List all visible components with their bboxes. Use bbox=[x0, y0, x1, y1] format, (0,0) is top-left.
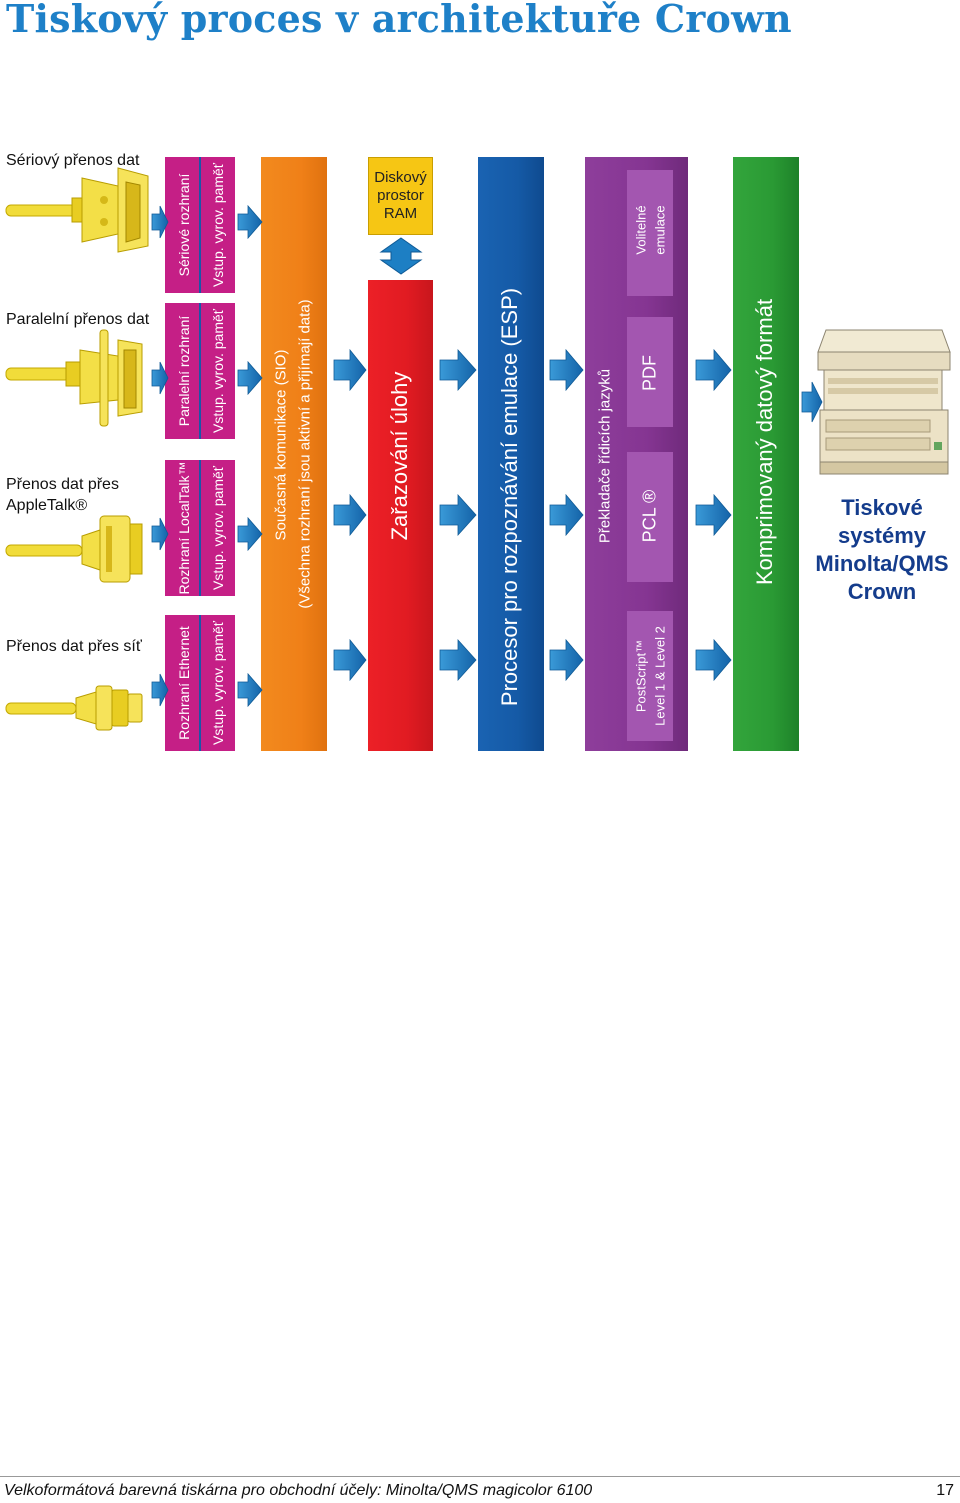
source-label-appletalk: Přenos dat přes AppleTalk® bbox=[6, 474, 119, 516]
source-label-appletalk-line2: AppleTalk® bbox=[6, 497, 88, 514]
interface-box-parallel: Paralelní rozhraní Vstup. vyrov. paměť bbox=[165, 303, 235, 439]
source-label-serial: Sériový přenos dat bbox=[6, 152, 140, 169]
flow-arrows bbox=[151, 204, 823, 708]
postscript-box: PostScript™ Level 1 & Level 2 bbox=[627, 611, 673, 741]
optional-emulations-box: Volitelné emulace bbox=[627, 170, 673, 296]
footer-divider bbox=[0, 1476, 960, 1477]
interface-box-serial: Sériové rozhraní Vstup. vyrov. paměť bbox=[165, 157, 235, 293]
bidirectional-arrow-icon bbox=[379, 237, 423, 275]
printer-label-line3: Minolta/QMS bbox=[815, 551, 949, 576]
arrow-esp-to-translators-2 bbox=[549, 493, 584, 537]
arrow-esp-to-translators-3 bbox=[549, 638, 584, 682]
arrow-sio-to-spool-2 bbox=[333, 493, 367, 537]
arrow-compressed-to-printer bbox=[801, 381, 823, 423]
arrow-spool-to-esp-2 bbox=[439, 493, 477, 537]
arrow-interface-to-sio-2 bbox=[237, 360, 263, 396]
printer-icon bbox=[817, 329, 951, 475]
arrow-sio-to-spool-1 bbox=[333, 348, 367, 392]
job-spooling-column: Zařazování úlohy bbox=[368, 280, 433, 751]
disk-line2: prostor bbox=[377, 187, 424, 204]
source-label-network: Přenos dat přes síť bbox=[6, 638, 142, 655]
disk-ram-box: Diskový prostor RAM bbox=[368, 157, 433, 235]
page-title: Tiskový proces v architektuře Crown bbox=[6, 0, 792, 41]
arrow-ethernet-to-interface bbox=[151, 673, 169, 707]
footer-text: Velkoformátová barevná tiskárna pro obch… bbox=[4, 1482, 593, 1499]
disk-line3: RAM bbox=[383, 205, 418, 222]
printer-label-line1: Tiskové bbox=[841, 495, 923, 520]
parallel-connector-icon bbox=[5, 329, 143, 427]
arrow-parallel-to-interface bbox=[151, 361, 169, 395]
arrow-translators-to-compressed-1 bbox=[695, 348, 732, 392]
arrow-spool-to-esp-1 bbox=[439, 348, 477, 392]
printer-label-line4: Crown bbox=[847, 579, 917, 604]
pcl-box: PCL ® bbox=[627, 452, 673, 582]
ethernet-connector-icon bbox=[5, 685, 143, 731]
arrow-interface-to-sio-1 bbox=[237, 204, 263, 240]
serial-connector-icon bbox=[5, 167, 149, 253]
disk-line1: Diskový bbox=[374, 169, 427, 186]
interface-box-ethernet: Rozhraní Ethernet Vstup. vyrov. paměť bbox=[165, 615, 235, 751]
arrow-esp-to-translators-1 bbox=[549, 348, 584, 392]
source-label-appletalk-line1: Přenos dat přes bbox=[6, 476, 119, 493]
connector-illustrations bbox=[5, 167, 149, 731]
esp-column: Procesor pro rozpoznávání emulace (ESP) bbox=[478, 157, 544, 751]
arrow-translators-to-compressed-3 bbox=[695, 638, 732, 682]
source-label-parallel: Paralelní přenos dat bbox=[6, 311, 150, 328]
printer-label-line2: systémy bbox=[837, 523, 927, 548]
arrow-interface-to-sio-3 bbox=[237, 516, 263, 552]
compressed-format-column: Komprimovaný datový formát bbox=[733, 157, 799, 751]
pdf-box: PDF bbox=[627, 317, 673, 427]
appletalk-connector-icon bbox=[5, 515, 143, 583]
printer-label: Tiskové systémy Minolta/QMS Crown bbox=[800, 494, 960, 606]
arrow-interface-to-sio-4 bbox=[237, 672, 263, 708]
language-translators-column: Překladače řídicích jazyků Volitelné emu… bbox=[585, 157, 688, 751]
interface-box-localtalk: Rozhraní LocalTalk™ Vstup. vyrov. paměť bbox=[165, 460, 235, 596]
arrow-serial-to-interface bbox=[151, 205, 169, 239]
arrow-translators-to-compressed-2 bbox=[695, 493, 732, 537]
arrow-appletalk-to-interface bbox=[151, 517, 169, 551]
sio-column: Současná komunikace (SIO) (Všechna rozhr… bbox=[261, 157, 327, 751]
page-number: 17 bbox=[936, 1482, 954, 1499]
arrow-spool-to-esp-3 bbox=[439, 638, 477, 682]
arrow-sio-to-spool-3 bbox=[333, 638, 367, 682]
